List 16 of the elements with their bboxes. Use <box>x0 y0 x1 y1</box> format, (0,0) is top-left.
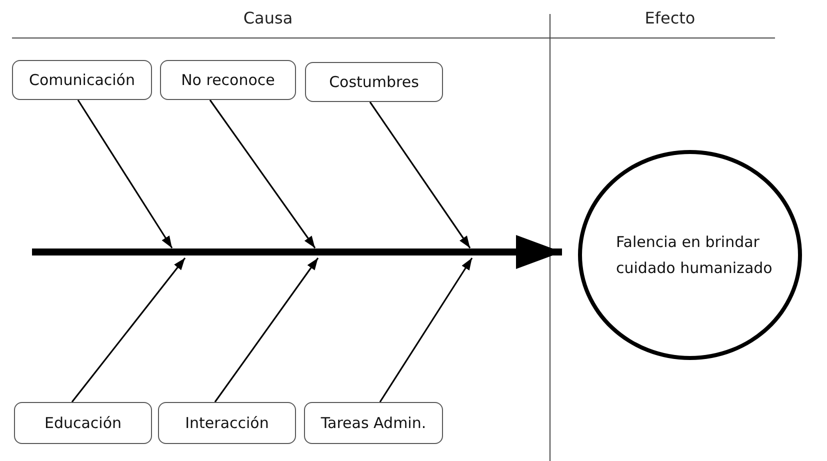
cause-box: No reconoce <box>160 60 296 100</box>
cause-box: Comunicación <box>12 60 152 100</box>
arrow <box>71 258 186 402</box>
cause-box: Costumbres <box>305 62 443 102</box>
column-heading: Efecto <box>644 8 696 28</box>
column-heading: Causa <box>243 8 293 28</box>
arrow <box>77 100 173 248</box>
arrow <box>32 235 562 269</box>
arrow <box>209 100 316 248</box>
effect-ellipse: Falencia en brindar cuidado humanizado <box>578 150 802 360</box>
arrow <box>214 258 319 402</box>
cause-box: Tareas Admin. <box>304 402 443 444</box>
cause-box: Interacción <box>158 402 296 444</box>
arrow <box>369 102 471 248</box>
cause-box: Educación <box>14 402 152 444</box>
arrow <box>379 258 473 402</box>
